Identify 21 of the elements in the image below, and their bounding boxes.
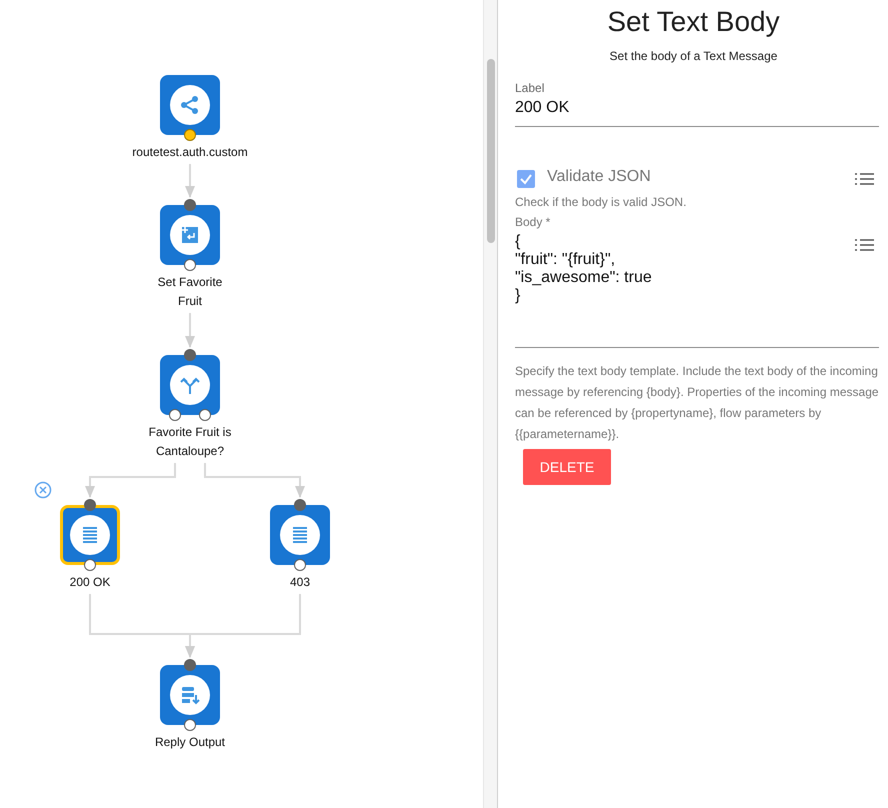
node-label: Favorite Fruit is Cantaloupe? — [148, 424, 232, 460]
panel-subtitle: Set the body of a Text Message — [608, 49, 778, 63]
node-label: Set Favorite Fruit — [156, 274, 224, 310]
node-label: routetest.auth.custom — [132, 144, 248, 161]
help-text: Check if the body is valid JSON. — [515, 195, 686, 209]
node-label: 200 OK — [70, 574, 110, 591]
node-label: 403 — [290, 574, 310, 591]
checkbox-label: Validate JSON — [547, 167, 651, 186]
node-label: Reply Output — [154, 734, 226, 751]
connector-arrow — [185, 313, 195, 348]
connector-arrow — [85, 463, 176, 498]
help-text: Specify the text body template. Include the text body of the incoming message by referencing {body}. Properties of the incoming message can be referenced by {propertyname}, flow parameters by {{parametername}}. — [515, 363, 880, 443]
panel-title: Set Text Body — [606, 5, 781, 39]
connector-arrow — [204, 463, 305, 498]
field-label: Label — [515, 81, 544, 95]
delete-button: DELETE — [523, 449, 611, 485]
connector-arrow — [185, 164, 195, 198]
field-label: Body * — [515, 215, 550, 229]
connector-arrow — [185, 594, 301, 658]
text-area-field: { "fruit": "{fruit}", "is_awesome": true } — [515, 233, 879, 348]
text-input-field: 200 OK — [515, 98, 879, 127]
